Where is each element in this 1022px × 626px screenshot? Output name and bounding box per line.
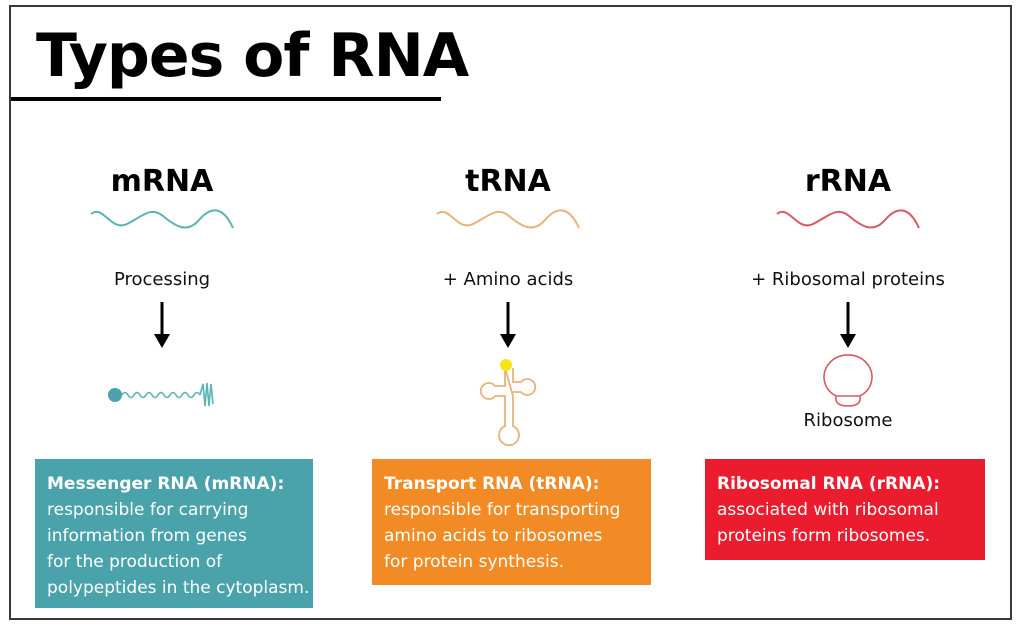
- column-title-rrna: rRNA: [804, 164, 892, 199]
- arrow-down-icon: [840, 302, 856, 348]
- mrna-box-line: responsible for carrying: [47, 500, 249, 520]
- trna-strand-icon: [436, 209, 580, 229]
- column-mrna: mRNA Processing: [12, 160, 312, 410]
- mrna-box-heading: Messenger RNA (mRNA):: [47, 474, 285, 494]
- rrna-box-line: associated with ribosomal: [717, 500, 939, 520]
- ribosome-label: Ribosome: [803, 410, 893, 431]
- trna-box-line: for protein synthesis.: [384, 552, 565, 572]
- trna-cloverleaf-icon: [479, 359, 537, 446]
- column-rrna: rRNA + Ribosomal proteins Ribosome: [698, 160, 998, 432]
- page-title: Types of RNA: [36, 21, 469, 91]
- diagram-frame: [9, 5, 1012, 620]
- rrna-description-box: Ribosomal RNA (rRNA): associated with ri…: [705, 459, 985, 560]
- mrna-box-line: polypeptides in the cytoplasm.: [47, 578, 310, 598]
- rrna-box-line: proteins form ribosomes.: [717, 526, 931, 546]
- column-title-mrna: mRNA: [110, 164, 214, 199]
- mrna-strand-icon: [90, 209, 234, 229]
- mrna-description-box: Messenger RNA (mRNA): responsible for ca…: [35, 459, 313, 608]
- title-underline: [11, 97, 441, 101]
- rrna-box-heading: Ribosomal RNA (rRNA):: [717, 474, 941, 494]
- arrow-down-icon: [154, 302, 170, 348]
- processed-mrna-icon: [108, 382, 214, 407]
- trna-box-line: amino acids to ribosomes: [384, 526, 603, 546]
- mrna-box-line: for the production of: [47, 552, 223, 572]
- mrna-box-line: information from genes: [47, 526, 247, 546]
- step-label-rrna: + Ribosomal proteins: [751, 269, 945, 290]
- column-title-trna: tRNA: [465, 164, 551, 199]
- arrow-down-icon: [500, 302, 516, 348]
- column-trna: tRNA + Amino acids: [358, 160, 658, 451]
- step-label-trna: + Amino acids: [442, 269, 574, 290]
- trna-box-heading: Transport RNA (tRNA):: [384, 474, 600, 494]
- ribosome-icon: [823, 354, 873, 407]
- trna-box-line: responsible for transporting: [384, 500, 621, 520]
- rrna-strand-icon: [776, 209, 920, 229]
- step-label-mrna: Processing: [113, 269, 211, 290]
- trna-description-box: Transport RNA (tRNA): responsible for tr…: [372, 459, 651, 585]
